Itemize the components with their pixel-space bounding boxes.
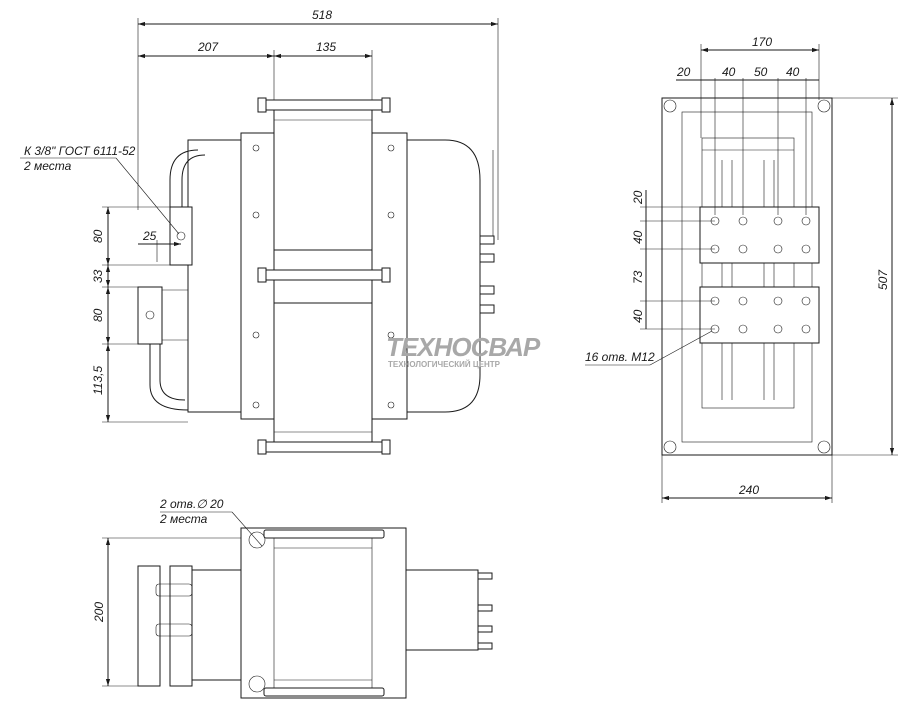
terminal-lower <box>137 286 163 345</box>
dim-135: 135 <box>316 40 336 54</box>
dim-80-lower: 80 <box>91 308 105 322</box>
holes-note: 16 отв. М12 <box>585 350 655 364</box>
terminal-upper <box>169 206 193 266</box>
dim-20-h: 20 <box>676 65 691 79</box>
terminal-note: К 3/8" ГОСТ 6111-52 <box>24 144 136 158</box>
dim-25: 25 <box>142 229 157 243</box>
busbar-lower <box>699 286 820 344</box>
top-coil-right <box>405 569 479 651</box>
dim-518: 518 <box>312 8 332 22</box>
lead-lower <box>159 320 186 401</box>
dim-73-v: 73 <box>631 270 645 284</box>
lead-upper <box>169 149 199 210</box>
tie-rod-bottom <box>263 441 385 453</box>
dim-50-h: 50 <box>754 65 768 79</box>
corner-hole-br <box>817 440 831 454</box>
dim-40-v-2: 40 <box>631 309 645 323</box>
dim-113-5: 113,5 <box>91 366 105 395</box>
dim-507: 507 <box>876 269 890 290</box>
coil-right <box>405 139 481 413</box>
dim-40-h-1: 40 <box>722 65 736 79</box>
coil-left <box>187 139 245 413</box>
busbar-upper <box>699 206 820 264</box>
front-view: 518 207 135 80 33 80 113,5 25 К 3/8" ГОС… <box>20 8 499 455</box>
watermark: ТЕХНОСВАР ТЕХНОЛОГИЧЕСКИЙ ЦЕНТР <box>386 332 542 369</box>
top-view: 200 2 отв.∅ 20 2 места <box>92 497 493 699</box>
top-hole-lower <box>248 675 266 693</box>
side-frame <box>661 97 833 456</box>
terminal-upper-hole <box>176 231 186 241</box>
top-holes-note: 2 отв.∅ 20 <box>159 497 224 511</box>
dim-40-v-1: 40 <box>631 230 645 244</box>
top-holes-note-count: 2 места <box>159 512 208 526</box>
tie-rod-middle <box>263 269 385 281</box>
dim-207: 207 <box>197 40 219 54</box>
top-frame <box>240 527 407 699</box>
top-terminal-1 <box>137 565 161 687</box>
dim-80-upper: 80 <box>91 229 105 243</box>
dim-170: 170 <box>752 35 772 49</box>
side-view: 170 20 40 50 40 507 240 20 40 73 40 16 о… <box>585 35 898 503</box>
top-coil-left <box>191 569 243 681</box>
dim-40-h-2: 40 <box>786 65 800 79</box>
corner-hole-tr <box>817 99 831 113</box>
dim-200: 200 <box>92 602 106 623</box>
dim-20-v: 20 <box>631 190 645 205</box>
watermark-brand: ТЕХНОСВАР <box>386 332 541 362</box>
tie-rod-top <box>263 99 385 111</box>
dim-33: 33 <box>91 269 105 283</box>
terminal-note-count: 2 места <box>23 159 72 173</box>
corner-hole-tl <box>663 99 677 113</box>
top-hole-upper <box>248 531 266 549</box>
watermark-tagline: ТЕХНОЛОГИЧЕСКИЙ ЦЕНТР <box>388 360 501 369</box>
terminal-lower-hole <box>145 310 155 320</box>
dim-240: 240 <box>738 483 759 497</box>
corner-hole-bl <box>663 440 677 454</box>
